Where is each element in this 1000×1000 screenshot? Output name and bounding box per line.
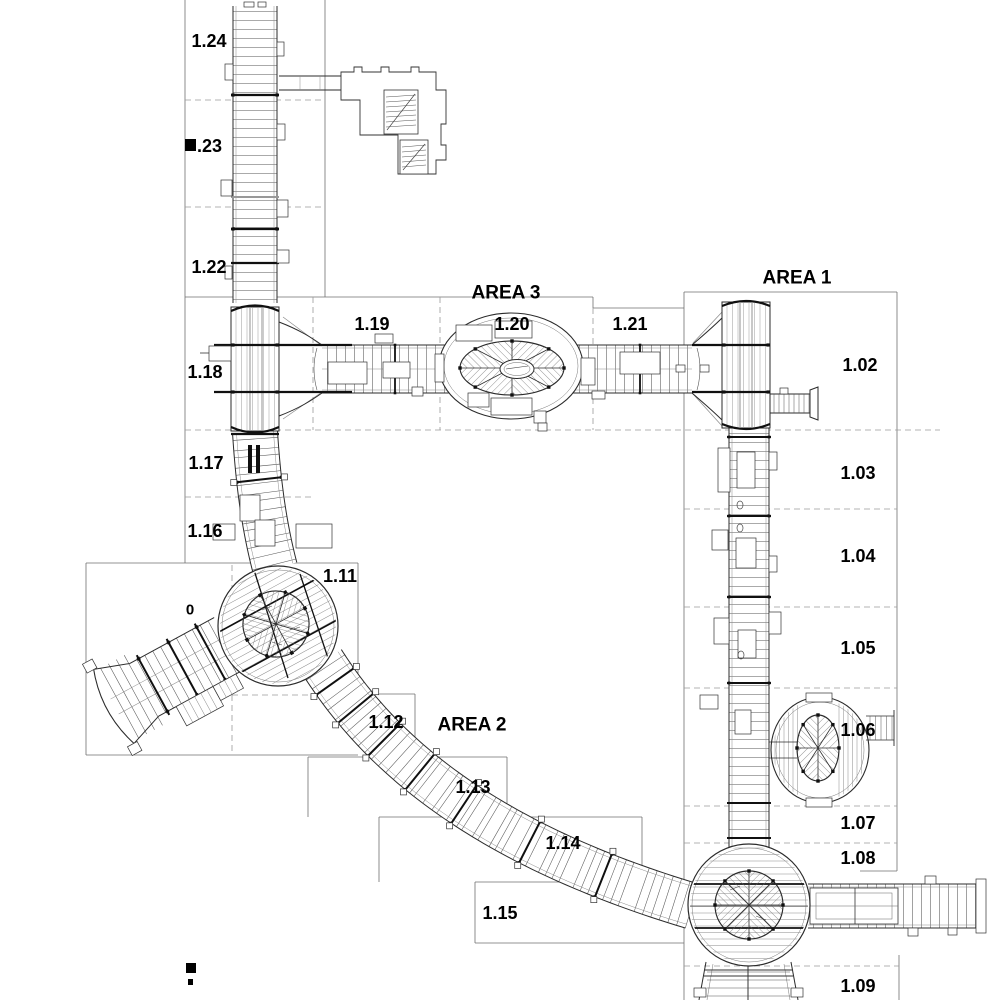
zone-label-114: 1.14 <box>545 833 580 853</box>
zone-label-107: 1.07 <box>840 813 875 833</box>
zone-label-102: 1.02 <box>842 355 877 375</box>
zone-label-0: 0 <box>186 602 194 619</box>
zone-label-122: 1.22 <box>191 257 226 277</box>
zone-label-104: 1.04 <box>840 546 875 566</box>
zone-label-AREA2: AREA 2 <box>438 715 507 736</box>
zone-label-109: 1.09 <box>840 976 875 996</box>
zone-label-108: 1.08 <box>840 848 875 868</box>
zone-label-105: 1.05 <box>840 638 875 658</box>
zone-label-AREA1: AREA 1 <box>763 268 832 289</box>
zone-label-121: 1.21 <box>612 314 647 334</box>
zone-label-118: 1.18 <box>187 362 222 382</box>
zone-label-116: 1.16 <box>187 521 222 541</box>
zone-label-113: 1.13 <box>455 777 490 797</box>
walkway-structures <box>81 1 987 1000</box>
zone-labels: 1.24 .23 1.22 1.18 1.17 1.16 AREA 3 1.19 1.20 1.2… <box>186 31 878 996</box>
zone-label-120: 1.20 <box>494 314 529 334</box>
junction-rooms <box>217 312 895 967</box>
zone-label-117: 1.17 <box>188 453 223 473</box>
zone-label-111: 1.11 <box>323 566 357 586</box>
label-square-marker <box>185 139 196 151</box>
legend-marks <box>185 139 196 985</box>
zone-label-103: 1.03 <box>840 463 875 483</box>
legend-black-square-1 <box>188 979 193 985</box>
legend-black-square-0 <box>186 963 196 973</box>
zone-label-AREA3: AREA 3 <box>472 283 541 304</box>
zone-label-115: 1.15 <box>482 903 517 923</box>
zone-label-23: .23 <box>197 136 222 156</box>
zone-label-112: 1.12 <box>368 712 403 732</box>
zone-label-119: 1.19 <box>354 314 389 334</box>
zone-label-124: 1.24 <box>191 31 226 51</box>
zone-label-106: 1.06 <box>840 720 875 740</box>
building-outline <box>340 66 447 175</box>
